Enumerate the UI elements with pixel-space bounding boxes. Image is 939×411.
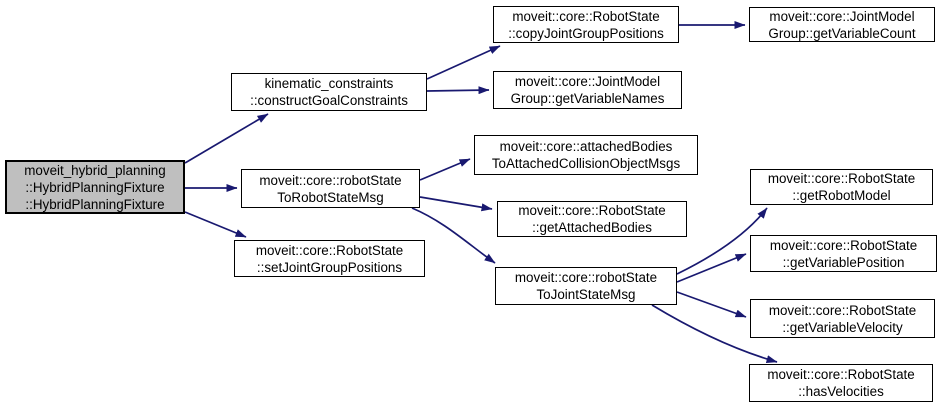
node-get-attached-bodies[interactable]: moveit::core::RobotState ::getAttachedBo… — [497, 201, 687, 237]
node-hybrid-planning-fixture[interactable]: moveit_hybrid_planning ::HybridPlanningF… — [5, 160, 185, 214]
node-construct-goal-constraints[interactable]: kinematic_constraints ::constructGoalCon… — [231, 73, 427, 111]
edge-fixture-to-constructgoalconstraints — [184, 113, 269, 164]
edge-constructgoalconstraints-to-copyjointgrouppositions — [426, 45, 501, 80]
node-set-joint-group-positions[interactable]: moveit::core::RobotState ::setJointGroup… — [234, 240, 425, 277]
node-get-variable-velocity[interactable]: moveit::core::RobotState ::getVariableVe… — [750, 299, 935, 338]
node-has-velocities[interactable]: moveit::core::RobotState ::hasVelocities — [749, 364, 933, 402]
node-get-variable-names[interactable]: moveit::core::JointModel Group::getVaria… — [493, 71, 682, 109]
node-copy-joint-group-positions[interactable]: moveit::core::RobotState ::copyJointGrou… — [493, 6, 679, 43]
node-get-robot-model[interactable]: moveit::core::RobotState ::getRobotModel — [750, 169, 933, 205]
node-get-variable-count[interactable]: moveit::core::JointModel Group::getVaria… — [749, 7, 935, 42]
edge-constructgoalconstraints-to-getvariablenames — [426, 86, 490, 95]
edge-robotstatetojointstatemsg-to-hasvelocities — [651, 304, 778, 363]
edge-robotstatetorobotstatemsg-to-getattachedbodies — [419, 196, 493, 212]
node-robot-state-to-robot-state-msg[interactable]: moveit::core::robotState ToRobotStateMsg — [241, 169, 420, 208]
edge-robotstatetorobotstatemsg-to-attachedbodiesmsgs — [419, 158, 471, 181]
edge-fixture-to-setjointgrouppositions — [184, 211, 247, 238]
edge-robotstatetojointstatemsg-to-getvariableposition — [676, 253, 747, 283]
edge-robotstatetojointstatemsg-to-getrobotmodel — [676, 207, 768, 275]
edge-robotstatetorobotstatemsg-to-robotstatetojointstatemsg — [411, 207, 496, 264]
edge-robotstatetojointstatemsg-to-getvariablevelocity — [676, 291, 747, 318]
node-robot-state-to-joint-state-msg[interactable]: moveit::core::robotState ToJointStateMsg — [495, 267, 677, 305]
node-get-variable-position[interactable]: moveit::core::RobotState ::getVariablePo… — [750, 235, 937, 272]
node-attached-bodies-to-attached-collision-object-msgs[interactable]: moveit::core::attachedBodies ToAttachedC… — [474, 135, 698, 175]
